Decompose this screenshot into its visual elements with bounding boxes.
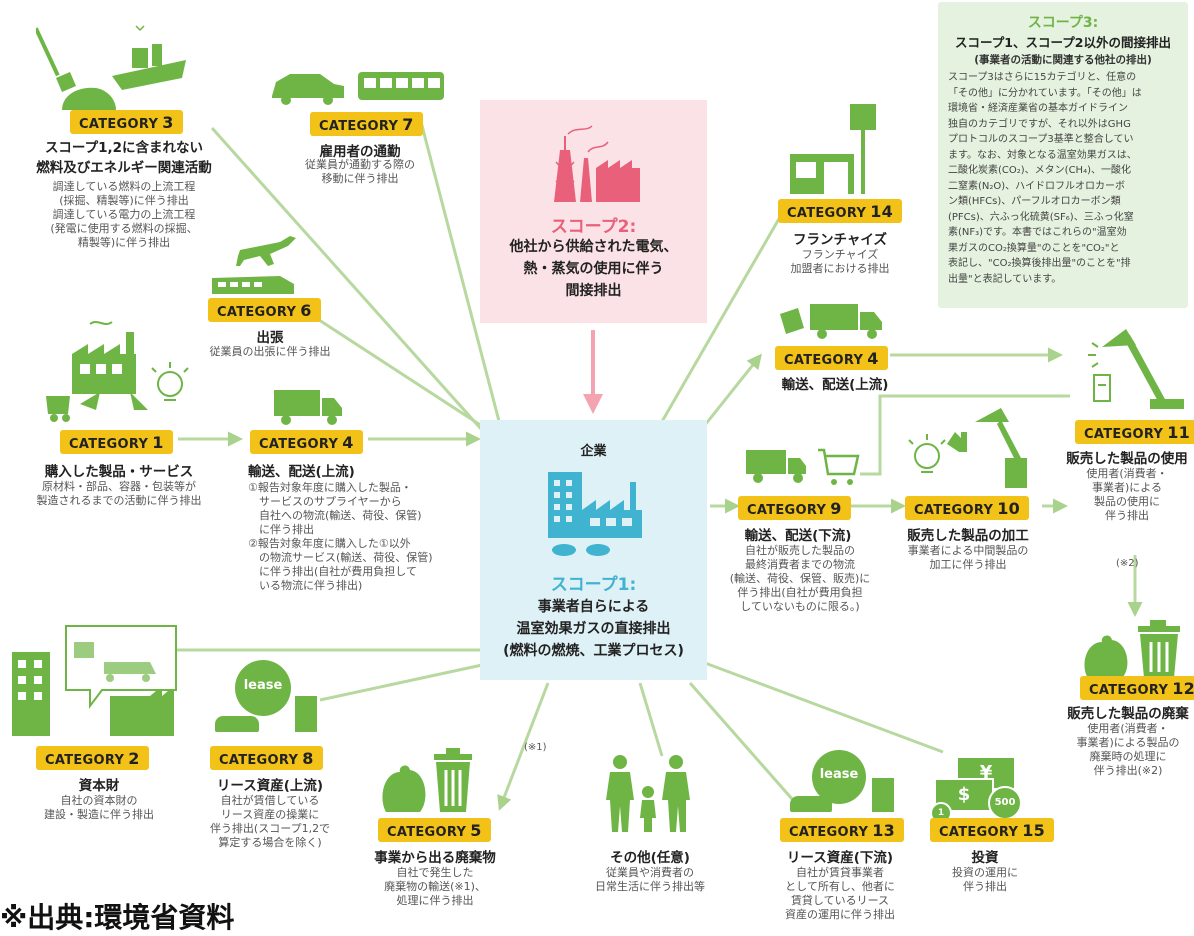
other-title: その他(任意) — [610, 850, 690, 866]
category-11-title: 販売した製品の使用 — [1066, 451, 1188, 467]
disposal-bag-trash-icon — [1084, 620, 1180, 678]
source-note: ※出典:環境省資料 — [0, 901, 235, 934]
category-15-title: 投資 — [971, 850, 999, 866]
waste-bag-trash-icon — [382, 748, 472, 812]
scope3-subheading: (事業者の活動に関連する他社の排出) — [974, 54, 1152, 66]
scope3-body: スコープ3はさらに15カテゴリと、任意の 「その他」に分かれています。「その他」… — [948, 72, 1142, 285]
category-7-desc: 従業員が通勤する際の 移動に伴う排出 — [305, 158, 415, 185]
mining-ship-icon — [36, 25, 186, 110]
category-12-title: 販売した製品の廃棄 — [1067, 706, 1189, 722]
scope1-title: スコープ1: — [550, 575, 637, 595]
scope1-box: 企業 スコープ1: 事業者自らによる 温室効果ガスの直接排出 (燃料の燃焼、工業… — [480, 420, 707, 680]
commute-car-train-icon — [272, 72, 444, 105]
company-factory-icon — [548, 472, 642, 556]
category-1-title: 購入した製品・サービス — [44, 464, 194, 480]
scope2-box: スコープ2: 他社から供給された電気、 熱・蒸気の使用に伴う 間接排出 — [480, 100, 707, 323]
category-6-desc: 従業員の出張に伴う排出 — [209, 345, 331, 358]
factory-products-icon — [46, 321, 189, 422]
category-2-desc: 自社の資本財の 建設・製造に伴う排出 — [44, 794, 154, 821]
category-9-title: 輸送、配送(下流) — [744, 528, 852, 544]
category-2-title: 資本財 — [78, 778, 120, 794]
other-desc: 従業員や消費者の 日常生活に伴う排出等 — [595, 866, 705, 893]
category-13-title: リース資産(下流) — [786, 850, 894, 866]
truck-cart-icon — [746, 448, 860, 485]
scope3-title: スコープ3: — [1027, 15, 1099, 31]
category-5-title: 事業から出る廃棄物 — [374, 850, 496, 866]
scope3-heading: スコープ1、スコープ2以外の間接排出 — [955, 35, 1171, 50]
note-1-label: (※1) — [524, 742, 547, 753]
airplane-train-icon — [212, 236, 296, 294]
scope2-title: スコープ2: — [550, 217, 637, 237]
company-label: 企業 — [580, 444, 607, 459]
scope2-desc: 他社から供給された電気、 熱・蒸気の使用に伴う 間接排出 — [509, 239, 678, 299]
note-2-label: (※2) — [1116, 558, 1139, 569]
category-14-title: フランチャイズ — [793, 232, 887, 248]
scope1-desc: 事業者自らによる 温室効果ガスの直接排出 (燃料の燃焼、工業プロセス) — [503, 599, 684, 659]
category-5-desc: 自社で発生した 廃棄物の輸送(※1)、 処理に伴う排出 — [384, 866, 486, 907]
lease-icon-upstream: lease — [215, 660, 325, 740]
capital-goods-icon — [12, 625, 177, 736]
category-15-desc: 投資の運用に 伴う排出 — [952, 866, 1018, 893]
investment-money-icon: ¥ $ 500 1 — [930, 756, 1022, 824]
lease-icon-downstream: lease — [790, 750, 900, 814]
category-7-title: 雇用者の通勤 — [319, 144, 401, 160]
category-3-desc: 調達している燃料の上流工程 (採掘、精製等)に伴う排出 調達している電力の上流工… — [50, 180, 198, 249]
category-13-desc: 自社が賃貸事業者 として所有し、他者に 賃貸しているリース 資産の運用に伴う排出 — [785, 866, 895, 921]
category-8-title: リース資産(上流) — [216, 778, 324, 794]
category-10-title: 販売した製品の加工 — [907, 528, 1029, 544]
lightbulb-lamp-icon — [908, 408, 1027, 488]
family-icon — [606, 755, 690, 832]
franchise-store-icon — [790, 104, 876, 194]
category-8-desc: 自社が賃借している リース資産の操業に 伴う排出(スコープ1,2で 算定する場合… — [209, 794, 331, 849]
lamp-usage-icon — [1088, 329, 1184, 409]
category-1-desc: 原材料・部品、容器・包装等が 製造されるまでの活動に伴う排出 — [36, 480, 202, 507]
truck-icon — [274, 390, 342, 425]
category-11-desc: 使用者(消費者・ 事業者)による 製品の使用に 伴う排出 — [1086, 467, 1168, 522]
category-6-title: 出張 — [256, 330, 284, 346]
category-12-desc: 使用者(消費者・ 事業者)による製品の 廃棄時の処理に 伴う排出(※2) — [1076, 722, 1180, 777]
category-4-upstream-desc: ①報告対象年度に購入した製品・ サービスのサプライヤーから 自社への物流(輸送、… — [248, 481, 433, 592]
category-14-desc: フランチャイズ 加盟者における排出 — [790, 248, 890, 275]
box-truck-icon — [780, 304, 882, 339]
category-4-right-title: 輸送、配送(上流) — [781, 377, 889, 393]
power-plant-icon — [554, 125, 640, 202]
category-9-desc: 自社が販売した製品の 最終消費者までの物流 (輸送、荷役、保管、販売)に 伴う排… — [729, 544, 871, 613]
category-4-upstream-title: 輸送、配送(上流) — [248, 464, 355, 480]
scope3-info-box: スコープ3: スコープ1、スコープ2以外の間接排出 (事業者の活動に関連する他社… — [938, 2, 1188, 308]
category-10-desc: 事業者による中間製品の 加工に伴う排出 — [907, 544, 1029, 571]
category-3-title: スコープ1,2に含まれない 燃料及びエネルギー関連活動 — [36, 140, 212, 176]
